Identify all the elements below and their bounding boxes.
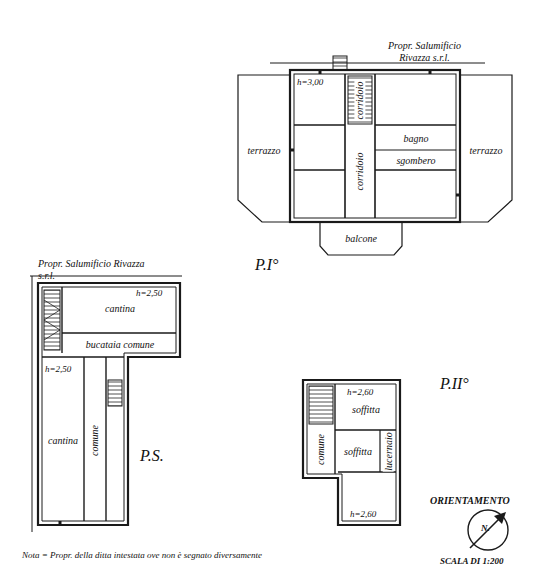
orientation-scale: N. (481, 523, 490, 533)
room-name: terrazzo (469, 145, 504, 156)
outer-stair (333, 56, 347, 70)
property-line (270, 63, 485, 64)
compass (468, 510, 508, 550)
room-label-box: corridoio (347, 76, 373, 124)
outer-wall (303, 380, 400, 525)
room-name: bagno (403, 133, 430, 144)
room-name: cantina (104, 303, 136, 314)
height-dimension: h=2,50 (136, 288, 162, 298)
room-name: comune (90, 423, 101, 456)
terrace-right (460, 75, 512, 222)
room-name: corridoio (355, 80, 366, 120)
room-name: corridoio (355, 151, 366, 191)
orientation-scale: ORIENTAMENTO (430, 495, 510, 507)
owner-note: Propr. Salumificio Rivazza s.r.l. (372, 40, 477, 63)
room-name: terrazzo (247, 145, 282, 156)
owner-note: Propr. Salumificio Rivazza s.r.l. (38, 258, 163, 281)
footnote: Nota = Propr. della ditta intestata ove … (22, 550, 262, 560)
room-name: comune (316, 432, 327, 465)
room-label-box: terrazzo (462, 100, 510, 200)
outer-wall (38, 283, 180, 525)
room-label-box: bagno (377, 127, 455, 149)
room-name: balcone (344, 233, 378, 244)
room-label-box: terrazzo (240, 100, 288, 200)
room-name: sgombero (395, 155, 436, 166)
room-name: soffitta (351, 404, 381, 415)
floor-name: P.I° (255, 256, 278, 274)
outer-wall (290, 70, 460, 222)
height-dimension: h=2,60 (347, 387, 373, 397)
floor-name: P.S. (140, 447, 164, 465)
height-dimension: h=3,00 (297, 77, 323, 87)
floor-name: P.II° (440, 375, 469, 393)
room-name: lucernaio (383, 431, 394, 471)
stair (108, 380, 122, 406)
stair (309, 386, 333, 424)
terrace-left (238, 75, 290, 222)
height-dimension: h=2,50 (45, 364, 71, 374)
orientation-scale: SCALA DI 1:200 (440, 556, 504, 566)
stair (44, 290, 60, 350)
stair (348, 76, 372, 124)
room-label-box: corridoio (347, 126, 373, 216)
room-label-box: comune (85, 360, 105, 520)
inner-wall (294, 74, 456, 218)
room-label-box: cantina (43, 360, 83, 520)
room-name: bucataia comune (85, 339, 156, 350)
room-name: soffitta (343, 446, 373, 457)
height-dimension: h=2,60 (350, 509, 376, 519)
room-label-box: sgombero (377, 151, 455, 169)
room-label-box: balcone (322, 224, 400, 252)
room-name: cantina (47, 435, 79, 446)
room-label-box: comune (308, 426, 334, 472)
balcony (320, 222, 402, 255)
room-label-box: lucernaio (381, 431, 396, 472)
room-label-box: soffitta (337, 432, 379, 470)
room-label-box: bucataia comune (64, 335, 176, 353)
